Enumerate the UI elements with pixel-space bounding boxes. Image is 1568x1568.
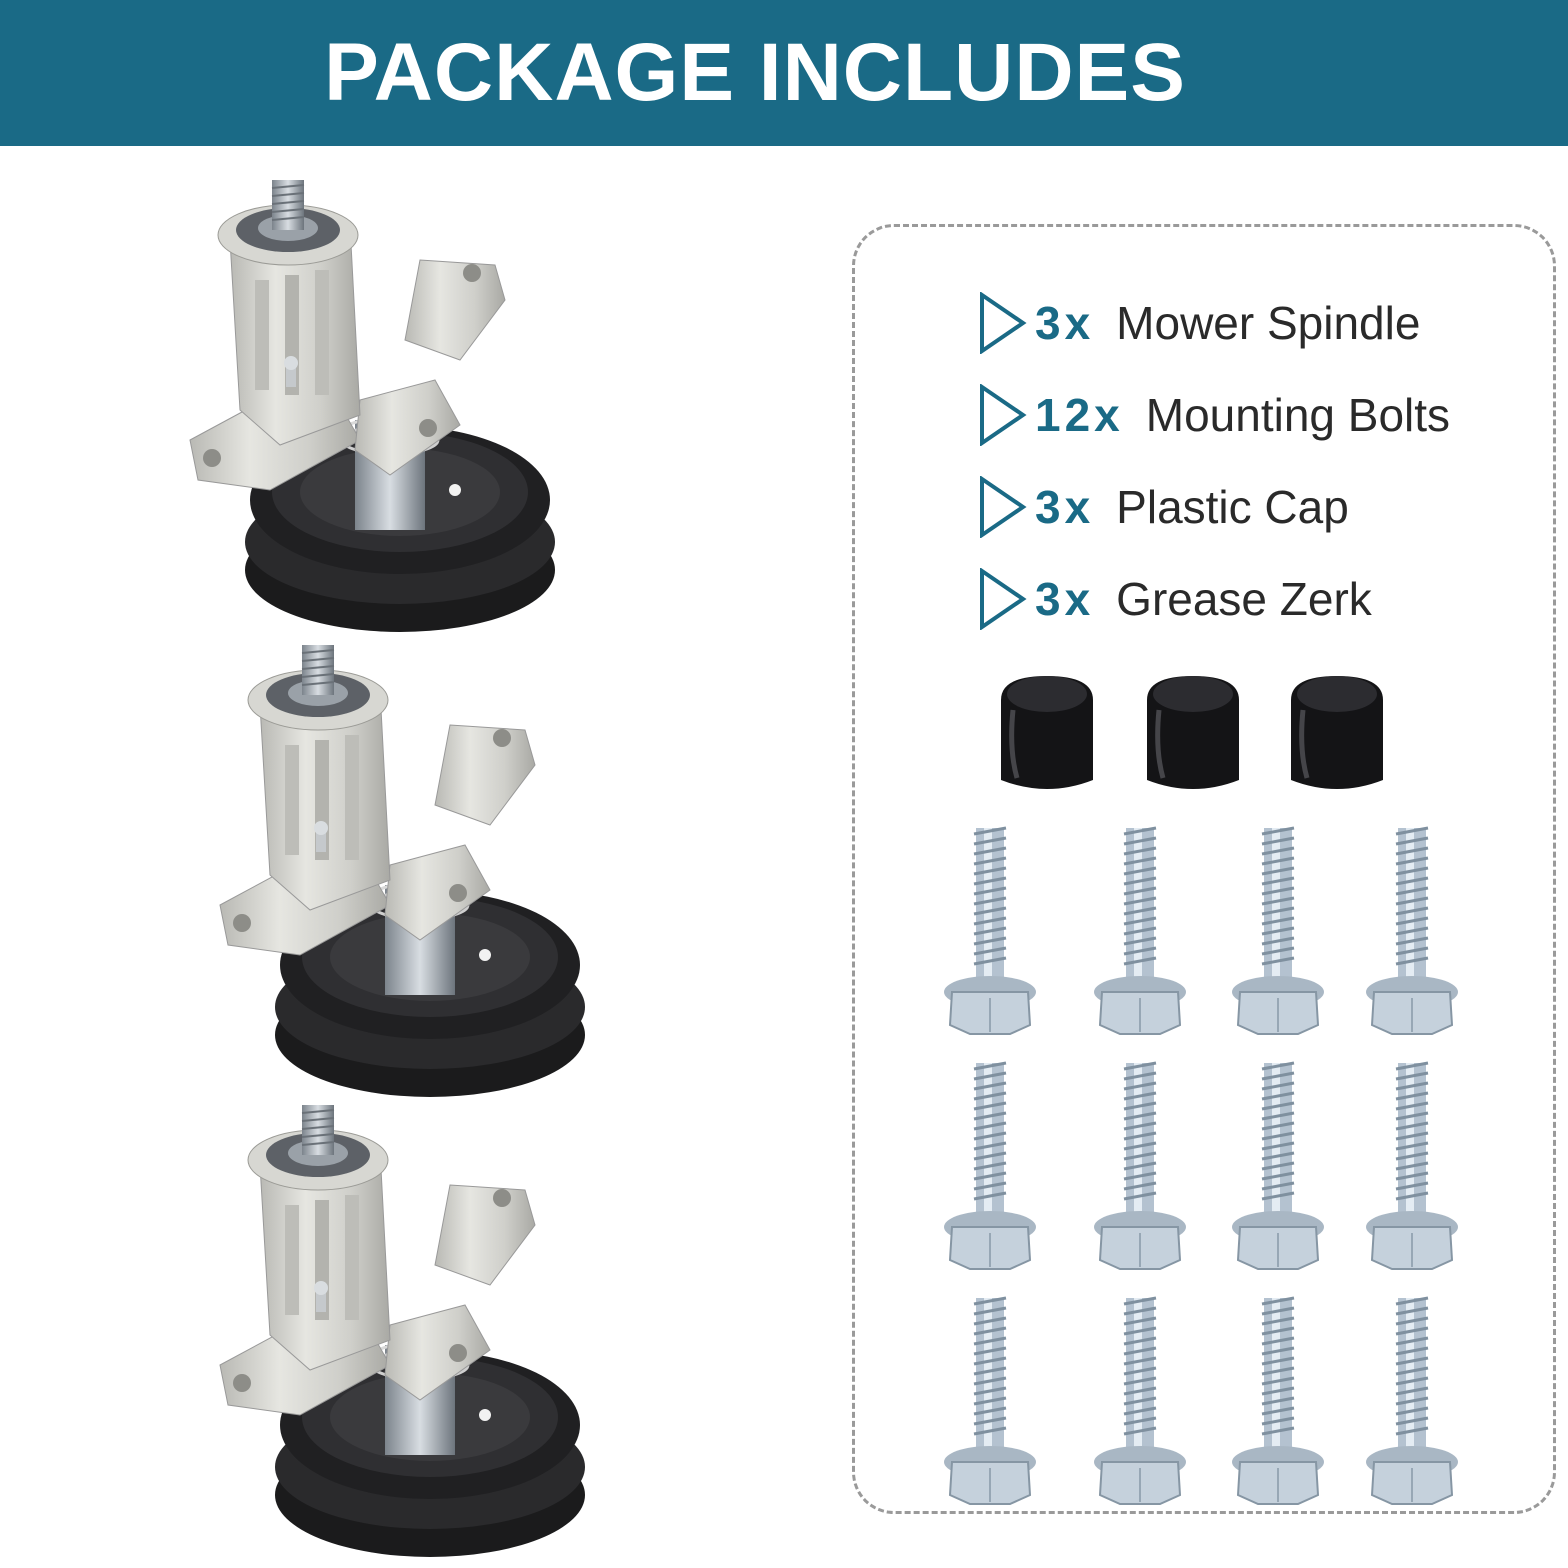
bolt-image xyxy=(1094,826,1186,1035)
item-quantity: 12x xyxy=(1035,389,1124,441)
item-name: Mounting Bolts xyxy=(1145,389,1451,441)
header-banner: PACKAGE INCLUDES xyxy=(0,0,1568,146)
plastic-cap-image xyxy=(1147,676,1239,789)
list-item: 3x Plastic Cap xyxy=(979,475,1349,539)
bolt-image xyxy=(944,826,1036,1035)
bolt-image xyxy=(1094,1061,1186,1270)
page-title: PACKAGE INCLUDES xyxy=(324,27,1186,118)
bolt-image xyxy=(1366,1296,1458,1505)
contents-panel: 3x Mower Spindle 12x Mounting Bolts 3x P… xyxy=(852,224,1556,1514)
list-item: 12x Mounting Bolts xyxy=(979,383,1450,447)
bolt-image xyxy=(944,1296,1036,1505)
play-outline-icon xyxy=(980,568,1027,630)
bolt-image xyxy=(1232,1061,1324,1270)
play-outline-icon xyxy=(980,476,1027,538)
spindle-illustrations xyxy=(150,170,650,1560)
bolts-illustration xyxy=(944,826,1458,1505)
item-quantity: 3x xyxy=(1035,297,1095,349)
play-outline-icon xyxy=(980,384,1027,446)
item-name: Plastic Cap xyxy=(1116,481,1349,533)
play-outline-icon xyxy=(980,292,1027,354)
list-item: 3x Mower Spindle xyxy=(979,291,1420,355)
bolt-image xyxy=(1232,1296,1324,1505)
list-item: 3x Grease Zerk xyxy=(979,567,1372,631)
bolt-image xyxy=(1366,1061,1458,1270)
bolt-image xyxy=(1366,826,1458,1035)
bolt-image xyxy=(1094,1296,1186,1505)
item-name: Grease Zerk xyxy=(1116,573,1372,625)
bolt-image xyxy=(1232,826,1324,1035)
spindle-image xyxy=(219,1105,585,1557)
plastic-caps-illustration xyxy=(1001,676,1383,789)
item-quantity: 3x xyxy=(1035,481,1095,533)
bolt-image xyxy=(944,1061,1036,1270)
spindle-image xyxy=(219,645,585,1097)
item-quantity: 3x xyxy=(1035,573,1095,625)
plastic-cap-image xyxy=(1001,676,1093,789)
spindle-image xyxy=(189,180,555,632)
plastic-cap-image xyxy=(1291,676,1383,789)
item-name: Mower Spindle xyxy=(1116,297,1421,349)
